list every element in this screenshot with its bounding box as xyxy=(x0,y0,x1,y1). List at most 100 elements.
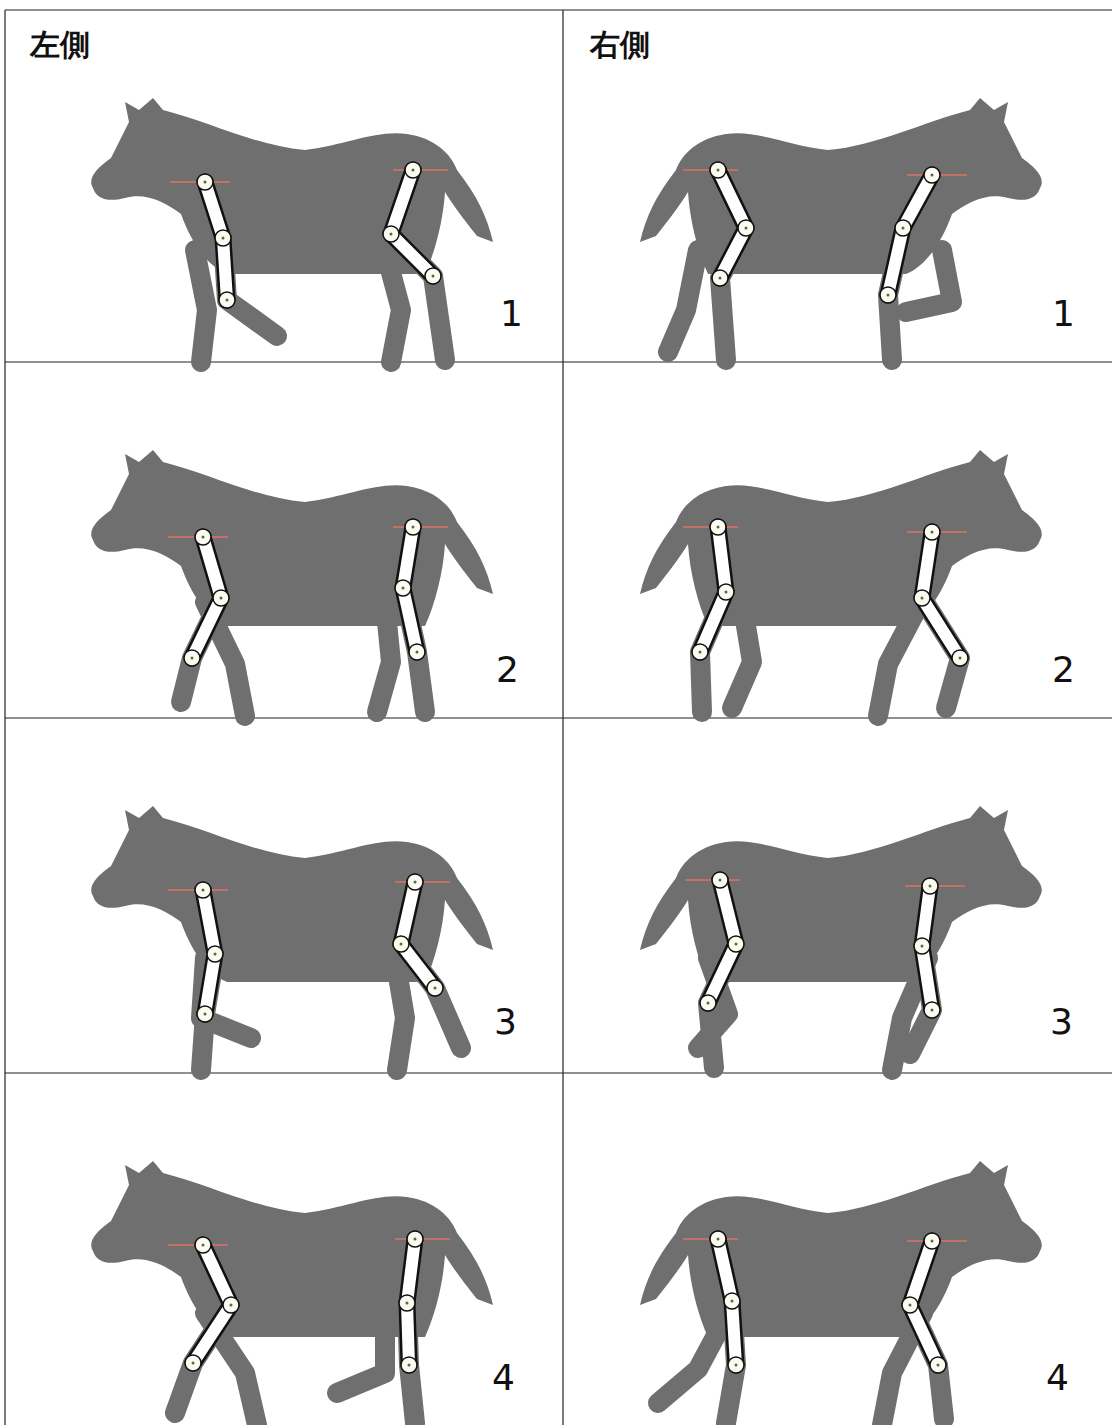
joint-center xyxy=(412,526,415,529)
joint-center xyxy=(717,169,720,172)
joint-center xyxy=(222,237,225,240)
joint xyxy=(185,1355,201,1371)
joint-center xyxy=(214,953,217,956)
joint-center xyxy=(929,885,932,888)
joint-center xyxy=(909,1304,912,1307)
joint-center xyxy=(717,1238,720,1241)
joint-center xyxy=(204,1013,207,1016)
joint-center xyxy=(707,1002,710,1005)
joint-center xyxy=(191,657,194,660)
joint xyxy=(738,220,754,236)
horse-body xyxy=(91,98,493,274)
joint xyxy=(219,292,235,308)
joint-center xyxy=(959,657,962,660)
joint xyxy=(393,936,409,952)
frame-number: 2 xyxy=(496,652,519,688)
bone xyxy=(391,170,433,276)
horse-figure xyxy=(91,450,493,716)
joint-center xyxy=(717,526,720,529)
far-foreleg xyxy=(195,250,207,362)
joint xyxy=(195,882,211,898)
frame-number: 3 xyxy=(1050,1004,1073,1040)
joint xyxy=(409,644,425,660)
joint xyxy=(895,220,911,236)
joint xyxy=(922,878,938,894)
horse-figure xyxy=(91,806,493,1070)
joint xyxy=(215,230,231,246)
joint xyxy=(184,650,200,666)
joint xyxy=(700,995,716,1011)
joint xyxy=(197,174,213,190)
joint-center xyxy=(931,1240,934,1243)
joint-center xyxy=(699,651,702,654)
joint xyxy=(425,268,441,284)
joint-center xyxy=(406,1302,409,1305)
horse-figure xyxy=(640,806,1042,1070)
joint xyxy=(724,1293,740,1309)
horse-body xyxy=(91,806,493,982)
bone xyxy=(888,175,932,295)
joint-center xyxy=(719,277,722,280)
joint-center xyxy=(412,169,415,172)
joint xyxy=(710,519,726,535)
joint xyxy=(195,529,211,545)
joint-center xyxy=(192,1362,195,1365)
joint-center xyxy=(931,531,934,534)
frame-number: 1 xyxy=(1052,296,1075,332)
joint xyxy=(427,980,443,996)
joint xyxy=(207,946,223,962)
joint xyxy=(914,938,930,954)
joint xyxy=(710,162,726,178)
joint xyxy=(195,1237,211,1253)
bone-outline xyxy=(888,175,932,295)
joint xyxy=(728,1357,744,1373)
horse-body xyxy=(91,450,493,626)
joint-center xyxy=(226,299,229,302)
joint-center xyxy=(204,181,207,184)
joint xyxy=(718,584,734,600)
joint-center xyxy=(937,1364,940,1367)
joint-center xyxy=(230,1304,233,1307)
joint-center xyxy=(408,1364,411,1367)
joint-center xyxy=(202,889,205,892)
joint-center xyxy=(931,1009,934,1012)
joint-center xyxy=(902,227,905,230)
joint xyxy=(213,590,229,606)
frame-number: 4 xyxy=(1046,1360,1069,1396)
horse-figure xyxy=(640,450,1042,716)
frame-number: 2 xyxy=(1052,652,1075,688)
horse-body xyxy=(640,1161,1042,1337)
joint-center xyxy=(719,879,722,882)
joint-center xyxy=(735,1364,738,1367)
horse-figure xyxy=(91,1161,493,1425)
joint-center xyxy=(921,597,924,600)
joint xyxy=(924,1002,940,1018)
side-heading: 右側 xyxy=(590,30,650,60)
joint xyxy=(880,287,896,303)
joint-center xyxy=(887,294,890,297)
joint xyxy=(914,590,930,606)
far-hindleg xyxy=(668,250,698,352)
joint xyxy=(197,1006,213,1022)
frame-number: 4 xyxy=(492,1360,515,1396)
frame-number: 1 xyxy=(500,296,523,332)
joint-center xyxy=(414,1238,417,1241)
horse-body xyxy=(640,806,1042,982)
bone xyxy=(401,882,435,988)
joint-center xyxy=(745,227,748,230)
joint-center xyxy=(434,987,437,990)
joint xyxy=(401,1357,417,1373)
joint-center xyxy=(414,881,417,884)
joint-center xyxy=(402,587,405,590)
joint xyxy=(902,1297,918,1313)
joint xyxy=(924,524,940,540)
joint xyxy=(223,1297,239,1313)
joint xyxy=(405,162,421,178)
joint xyxy=(395,580,411,596)
joint xyxy=(407,1231,423,1247)
joint-center xyxy=(416,651,419,654)
bone-outline xyxy=(391,170,433,276)
frame-number: 3 xyxy=(494,1004,517,1040)
joint xyxy=(383,226,399,242)
